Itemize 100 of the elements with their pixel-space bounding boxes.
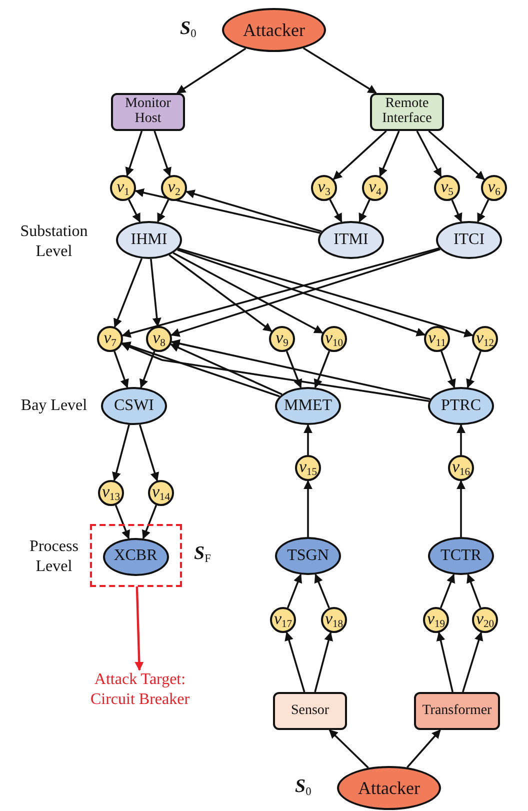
node-label: TCTR	[440, 548, 482, 564]
vulnerability-label: v$_{18}$	[324, 610, 344, 630]
process-box	[370, 93, 444, 131]
arrow	[114, 258, 143, 328]
vulnerability-circle	[481, 175, 507, 201]
level-label: Bay Level	[20, 396, 88, 416]
arrow	[406, 729, 441, 768]
arrow	[157, 199, 170, 222]
arrow	[284, 632, 306, 692]
node-label: CSWI	[113, 398, 155, 414]
vulnerability-label: v$_{11}$	[427, 328, 447, 350]
target-frame	[90, 524, 182, 586]
vulnerability-label: v$_{17}$	[272, 610, 294, 630]
vulnerability-label: v$_{14}$	[150, 482, 172, 504]
state-label: S$_{0}$	[180, 18, 196, 40]
arrow	[114, 504, 130, 540]
vulnerability-label: v$_{3}$	[316, 178, 332, 198]
vulnerability-circle	[146, 326, 172, 352]
arrow	[140, 350, 156, 388]
arrow	[150, 258, 162, 327]
process-box	[111, 93, 185, 131]
vulnerability-circle	[110, 175, 136, 201]
level-label: Process Level	[28, 537, 80, 577]
vulnerability-label: v$_{13}$	[100, 482, 122, 504]
vulnerability-label: v$_{19}$	[426, 610, 446, 630]
arrow	[466, 350, 482, 388]
node-label: Transformer	[421, 704, 493, 718]
level-label: Substation Level	[19, 222, 89, 262]
arrow	[329, 199, 342, 223]
target-arrow	[134, 586, 144, 671]
node-label: ITMI	[332, 232, 370, 248]
arrow	[172, 252, 324, 334]
arrow	[440, 574, 455, 608]
arrow	[462, 632, 484, 692]
node-label: TSGN	[286, 548, 330, 564]
arrow	[286, 574, 302, 608]
arrow	[168, 254, 272, 332]
vulnerability-label: v$_{5}$	[440, 178, 454, 198]
vulnerability-circle	[161, 175, 187, 201]
vulnerability-circle	[362, 175, 388, 201]
arrow	[379, 130, 400, 177]
vulnerability-circle	[311, 175, 337, 201]
node-label: ITCI	[452, 232, 486, 248]
state-label: S$_{F}$	[194, 543, 211, 565]
arrow	[456, 480, 466, 537]
arrow	[304, 424, 312, 455]
arrow	[314, 632, 333, 692]
arrow	[154, 130, 172, 177]
arrow	[134, 188, 321, 234]
arrow	[314, 574, 330, 608]
vulnerability-label: v$_{15}$	[298, 458, 318, 478]
vulnerability-label: v$_{16}$	[450, 458, 472, 478]
arrow	[121, 342, 280, 398]
node-label: MMET	[283, 398, 333, 414]
arrow	[114, 350, 129, 388]
node-label: Monitor Host	[124, 97, 172, 127]
state-label: S$_{0}$	[295, 776, 312, 798]
arrow	[125, 130, 143, 176]
arrow	[122, 247, 440, 338]
arrow	[170, 339, 430, 400]
vulnerability-label: v$_{6}$	[486, 178, 502, 198]
node-label: PTRC	[440, 398, 482, 414]
arrow	[138, 424, 160, 482]
node-label: XCBR	[112, 548, 158, 565]
vulnerability-circle	[97, 326, 123, 352]
node-label: Attacker	[357, 778, 421, 798]
arrow	[456, 424, 466, 455]
node-label: Sensor	[290, 704, 330, 718]
arrow	[477, 199, 490, 222]
arrow	[451, 200, 462, 222]
logical-node-ellipse	[116, 221, 182, 259]
arrow	[121, 342, 430, 402]
vulnerability-label: v$_{12}$	[474, 328, 496, 350]
arrow	[286, 350, 302, 388]
arrow	[436, 632, 454, 692]
arrow	[302, 47, 377, 94]
arrow	[112, 424, 130, 482]
logical-node-ellipse	[318, 221, 384, 259]
vulnerability-label: v$_{4}$	[368, 178, 382, 198]
node-label: Attacker	[242, 20, 306, 40]
arrow	[176, 48, 246, 94]
process-box	[273, 692, 347, 730]
arrow	[142, 504, 158, 540]
arrow	[314, 350, 330, 388]
node-label: IHMI	[130, 232, 168, 248]
node-label: Remote Interface	[381, 97, 433, 127]
arrow	[304, 480, 312, 537]
vulnerability-label: v$_{1}$	[116, 178, 130, 198]
arrow	[186, 190, 322, 232]
arrow	[128, 199, 141, 223]
arrow	[358, 199, 370, 222]
vulnerability-label: v$_{10}$	[324, 328, 344, 350]
vulnerability-circle	[269, 326, 295, 352]
arrow	[416, 130, 442, 178]
vulnerability-circle	[434, 175, 460, 201]
vulnerability-label: v$_{20}$	[474, 610, 496, 630]
attack-target-text: Attack Target: Circuit Breaker	[75, 670, 205, 710]
arrow	[332, 130, 387, 180]
vulnerability-label: v$_{9}$	[274, 328, 290, 350]
arrow	[466, 574, 482, 608]
